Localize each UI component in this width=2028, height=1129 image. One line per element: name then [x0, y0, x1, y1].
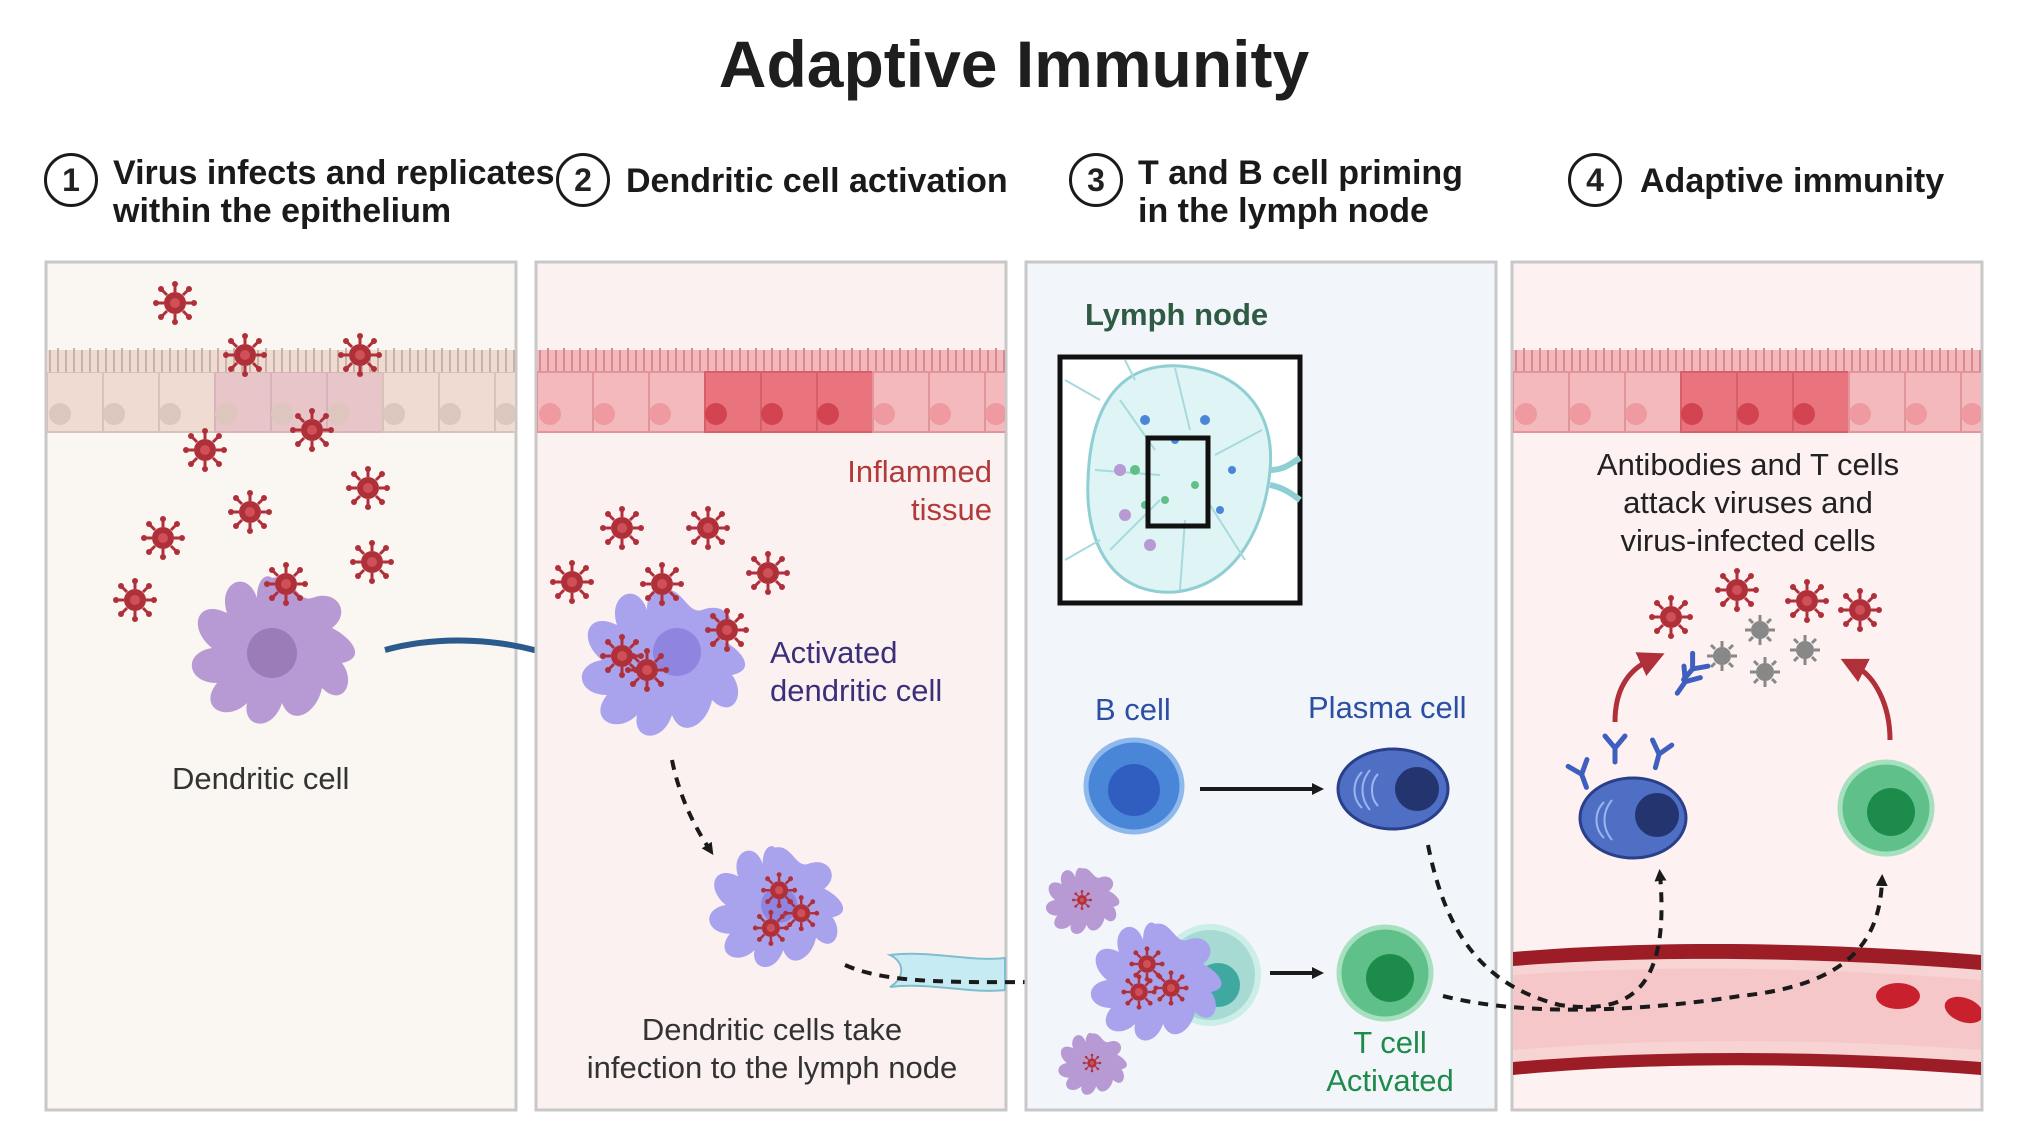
- circulation-arrow-plasma: [1426, 844, 1667, 1010]
- plasma-cell-4: [1578, 776, 1688, 860]
- epithelium-1: [47, 348, 515, 433]
- migration-line-1: Dendritic cells take: [641, 1012, 903, 1047]
- panel-3: [1024, 260, 1498, 1112]
- t-cell-line-1: T cell: [1353, 1025, 1427, 1060]
- step-3-number: 3: [1069, 153, 1123, 207]
- attack-line-1: Antibodies and T cells: [1596, 447, 1900, 482]
- t-cell-4: [1837, 759, 1935, 857]
- attack-arrow-right: [1840, 658, 1893, 741]
- attack-line-3: virus-infected cells: [1620, 523, 1876, 558]
- attack-arrow-left: [1612, 652, 1665, 723]
- migrating-dendritic-cell: [709, 846, 844, 968]
- step-1-title: Virus infects and replicates within the …: [113, 154, 555, 230]
- lymph-node-illustration: [1064, 359, 1302, 594]
- migration-label: Dendritic cells take infection to the ly…: [537, 1011, 1007, 1087]
- main-title: Adaptive Immunity: [718, 27, 1310, 101]
- activated-dendritic-cell: [581, 560, 751, 736]
- dendritic-cell-label: Dendritic cell: [172, 761, 350, 796]
- activated-line-2: dendritic cell: [770, 673, 943, 708]
- dendritic-cells-3: [1045, 867, 1261, 1095]
- epithelium-4: [1513, 348, 1981, 1075]
- panel-1: [44, 260, 576, 1112]
- migration-line-2: infection to the lymph node: [586, 1050, 958, 1085]
- dendritic-cell-1: [191, 560, 356, 724]
- attack-line-2: attack viruses and: [1623, 485, 1873, 520]
- arrow-to-migration: [670, 759, 714, 855]
- t-cell-label: T cell Activated: [1310, 1024, 1470, 1100]
- t-cell-line-2: Activated: [1326, 1063, 1454, 1098]
- step-3-title: T and B cell priming in the lymph node: [1138, 154, 1463, 230]
- lymph-node-label: Lymph node: [1085, 297, 1269, 332]
- panel-2: [534, 260, 1076, 1112]
- step-1-number: 1: [44, 153, 98, 207]
- epithelium-2: [537, 348, 1005, 433]
- step-4-title: Adaptive immunity: [1640, 162, 1944, 200]
- plasma-cell-3: [1336, 747, 1450, 831]
- plasma-cell-label: Plasma cell: [1308, 690, 1467, 725]
- b-cell: [1083, 737, 1185, 835]
- step-2-title: Dendritic cell activation: [626, 162, 1008, 200]
- step-1-line-1: Virus infects and replicates: [113, 154, 555, 192]
- step-1-line-2: within the epithelium: [113, 192, 452, 230]
- lymph-vessel-2: [886, 952, 1006, 992]
- t-cell-3: [1336, 924, 1434, 1022]
- step-2-line-1: Dendritic cell activation: [626, 162, 1008, 200]
- activated-dendritic-cell-label: Activated dendritic cell: [770, 634, 942, 710]
- circulation-arrow-t-cell: [1442, 874, 1888, 1012]
- inflamed-line-2: tissue: [911, 492, 992, 527]
- inflamed-line-1: Inflammed: [847, 454, 992, 489]
- blood-vessel: [1513, 944, 1981, 1075]
- step-4-line-1: Adaptive immunity: [1640, 162, 1945, 200]
- step-2-number: 2: [556, 153, 610, 207]
- activated-line-1: Activated: [770, 635, 898, 670]
- inflamed-tissue-label: Inflammed tissue: [820, 453, 992, 529]
- panel-4: [1426, 260, 1984, 1112]
- b-cell-label: B cell: [1095, 692, 1171, 727]
- step-3-line-2: in the lymph node: [1138, 192, 1429, 230]
- attack-label: Antibodies and T cells attack viruses an…: [1513, 446, 1983, 560]
- step-4-number: 4: [1568, 153, 1622, 207]
- step-3-line-1: T and B cell priming: [1138, 154, 1463, 192]
